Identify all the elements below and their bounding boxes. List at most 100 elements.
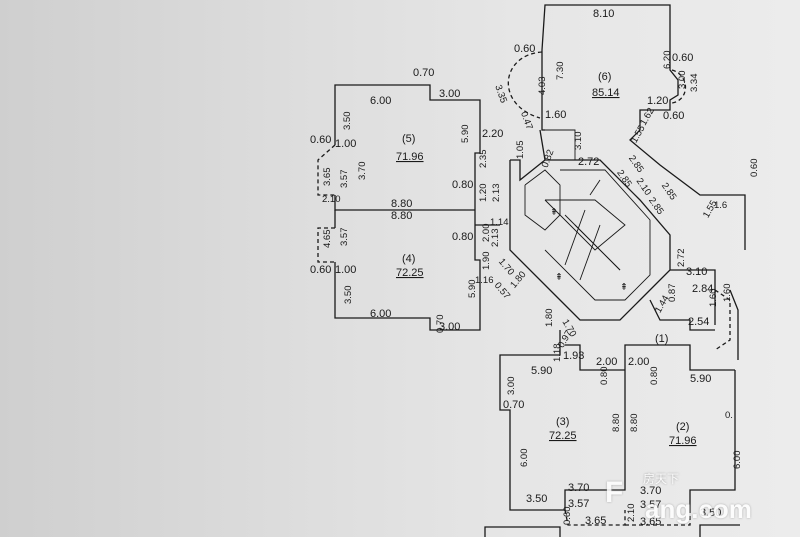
- dim-label: 1.00: [335, 264, 356, 276]
- dim-label: 1.20: [647, 95, 668, 107]
- dim-label: 6.00: [370, 95, 391, 107]
- dim-label: 3.70: [357, 162, 368, 181]
- dim-label: 6.00: [732, 451, 743, 470]
- dim-label: 0.80: [649, 367, 660, 386]
- dim-label: 3.35: [492, 83, 509, 104]
- room-6-area: 85.14: [592, 87, 620, 99]
- dim-label: 1.90: [481, 252, 492, 271]
- dim-label: 1.18: [552, 344, 563, 363]
- dim-label: 3.10: [573, 132, 584, 151]
- stair-mark: ⇞: [550, 207, 558, 218]
- stair-mark: ⇞: [555, 272, 563, 283]
- right-wall: [710, 194, 746, 360]
- dim-label: 2.54: [688, 316, 709, 328]
- dim-label: 3.50: [526, 493, 547, 505]
- dim-label: 2.13: [491, 184, 502, 203]
- dim-label: 6.00: [519, 449, 530, 468]
- room-2-outline: [624, 344, 736, 526]
- dim-label: 2.72: [676, 249, 687, 268]
- room-5-label: (5): [402, 133, 415, 145]
- dim-label: 1.20: [478, 184, 489, 203]
- dim-label: 2.85: [646, 195, 666, 216]
- dim-label: 1.14: [490, 217, 509, 228]
- dim-label: 5.90: [460, 125, 471, 144]
- dim-label: 1.05: [515, 141, 526, 160]
- room-3-area: 72.25: [549, 430, 577, 442]
- dim-label: 2.35: [478, 150, 489, 169]
- dim-label: 3.57: [339, 228, 350, 247]
- dim-label: 0.: [725, 410, 733, 421]
- dim-label: 3.00: [506, 377, 517, 396]
- dim-label: 0.60: [663, 110, 684, 122]
- dim-label: 3.00: [677, 71, 688, 90]
- dim-label: 5.90: [690, 373, 711, 385]
- watermark-logo: F: [605, 476, 624, 509]
- dim-label: 0.87: [667, 284, 678, 303]
- dim-label: 2.13: [490, 229, 501, 248]
- room-1-outline: [649, 269, 731, 351]
- room-6-outline: [507, 4, 710, 196]
- dim-label: 1.62: [638, 106, 657, 128]
- dim-label: 1.60: [708, 289, 719, 308]
- room-3-label: (3): [556, 416, 569, 428]
- dim-label: 1.00: [335, 138, 356, 150]
- dim-label: 3.70: [568, 482, 589, 494]
- dim-label: 3.10: [686, 266, 707, 278]
- dim-label: 3.65: [322, 168, 333, 187]
- core-outline: [509, 159, 671, 321]
- dim-label: 2.00: [596, 356, 617, 368]
- dim-label: 2.10: [626, 504, 637, 523]
- dim-label: 3.50: [700, 507, 721, 519]
- dim-label: 0.70: [435, 315, 446, 334]
- dim-label: 2.00: [481, 224, 492, 243]
- dim-label: 1.93: [563, 350, 584, 362]
- dim-label: 0.60: [514, 43, 535, 55]
- dim-label: 8.80: [611, 414, 622, 433]
- dim-label: 6.20: [662, 51, 673, 70]
- dim-label: 3.57: [640, 499, 661, 511]
- dim-label: 1.60: [722, 284, 733, 303]
- dim-label: 0.80: [599, 367, 610, 386]
- dim-label: 3.00: [439, 88, 460, 100]
- room-2-label: (2): [676, 421, 689, 433]
- dim-label: 2.72: [578, 156, 599, 168]
- dim-label: 0.60: [310, 264, 331, 276]
- watermark: 房天下 F ang.com: [605, 470, 795, 530]
- room-3-outline: [499, 330, 626, 526]
- dim-label: 7.30: [555, 62, 566, 81]
- dim-label: 6.00: [370, 308, 391, 320]
- room-6-label: (6): [598, 71, 611, 83]
- bottom-strip: [484, 524, 740, 537]
- watermark-cn: 房天下: [643, 472, 680, 486]
- dim-label: 4.65: [322, 230, 333, 249]
- dim-label: 5.90: [467, 280, 478, 299]
- dim-label: 0.47: [518, 110, 535, 131]
- dim-label: 8.80: [391, 198, 412, 210]
- watermark-brand: ang.com: [645, 494, 752, 524]
- dim-label: 8.80: [629, 414, 640, 433]
- room-4-outline: [317, 210, 500, 331]
- stair-mark: ⇞: [620, 282, 628, 293]
- dim-label: 3.65: [585, 515, 606, 527]
- dim-label: 3.50: [343, 286, 354, 305]
- room-5-area: 71.96: [396, 151, 424, 163]
- dim-label: 0.70: [503, 399, 524, 411]
- dim-label: 2.85: [614, 168, 634, 189]
- dim-label: 0.60: [749, 159, 760, 178]
- dim-label: 1.6: [714, 200, 727, 211]
- dim-label: 0.60: [310, 134, 331, 146]
- dim-label: 2.20: [482, 128, 503, 140]
- dim-label: 2.85: [626, 153, 646, 174]
- dim-label: 3.00: [439, 321, 460, 333]
- dim-label: 0.60: [562, 507, 573, 526]
- dim-label: 2.10: [322, 194, 341, 205]
- dim-label: 0.80: [452, 179, 473, 191]
- dim-label: 0.70: [413, 67, 434, 79]
- dim-label: 3.50: [342, 112, 353, 131]
- dim-label: 2.10: [634, 176, 654, 197]
- dim-label: 3.70: [640, 485, 661, 497]
- dim-label: 3.57: [339, 170, 350, 189]
- dim-label: 5.90: [531, 365, 552, 377]
- room-4-label: (4): [402, 253, 415, 265]
